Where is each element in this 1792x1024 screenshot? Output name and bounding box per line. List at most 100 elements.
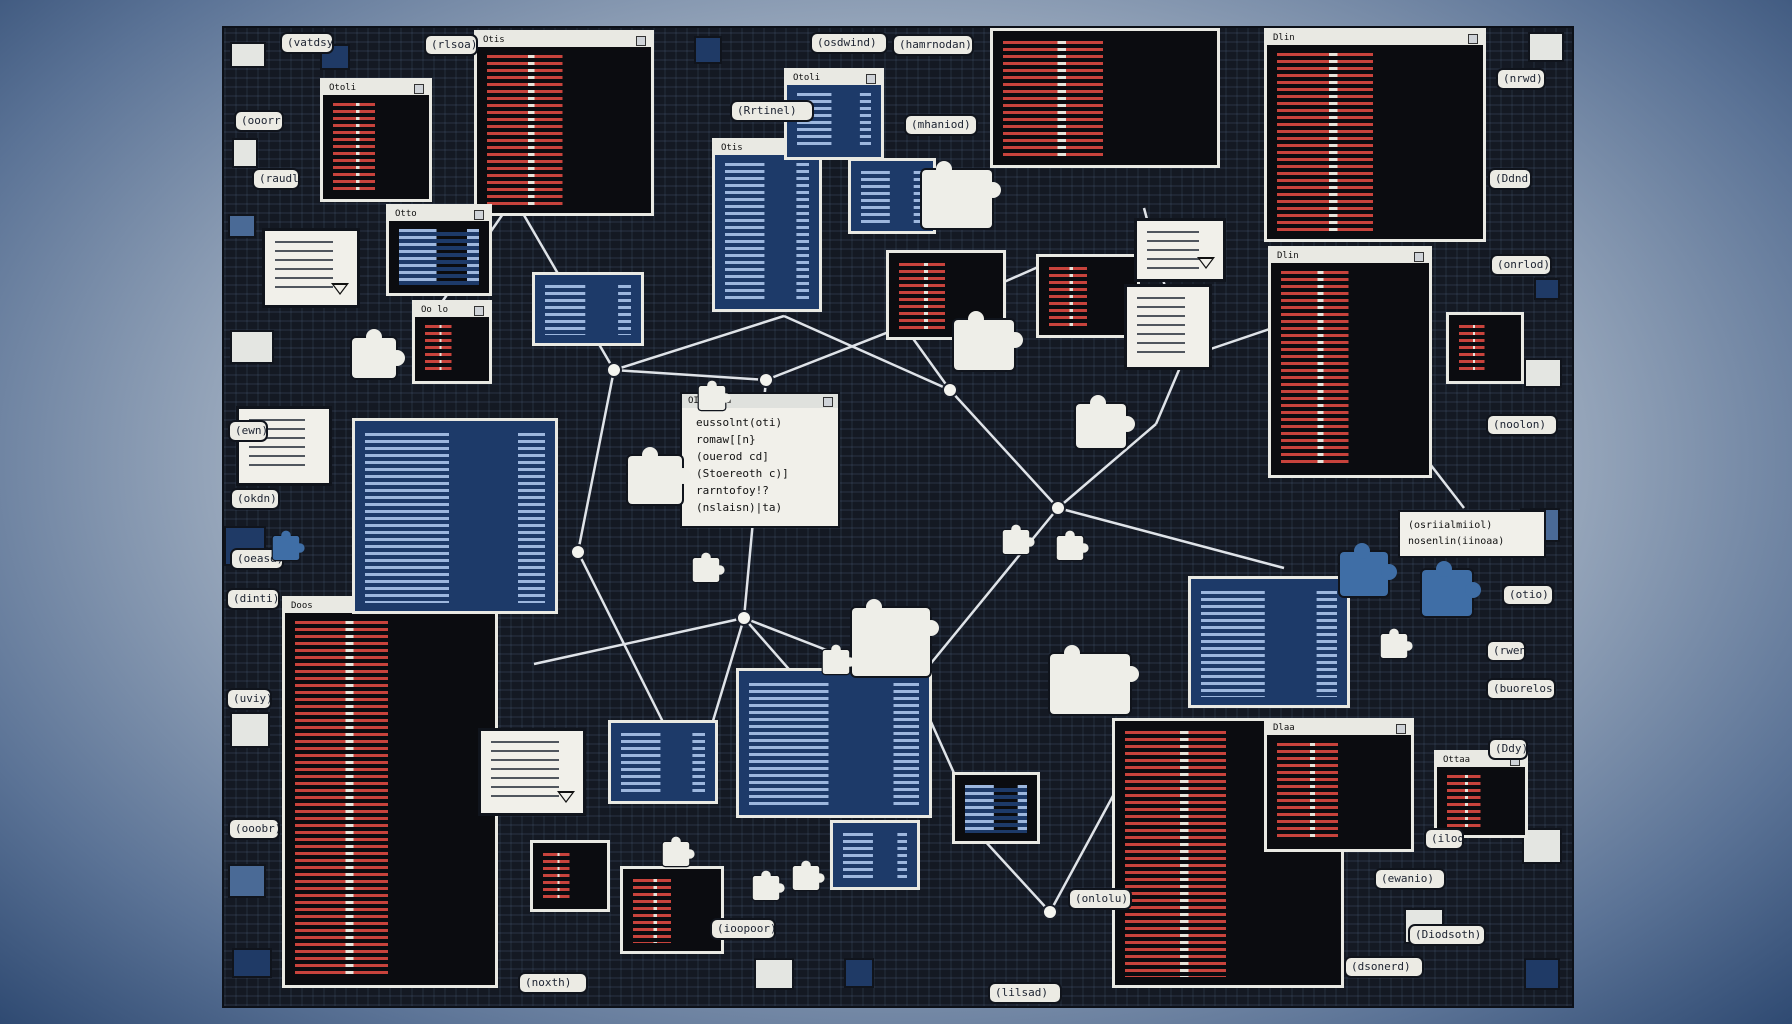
code-window[interactable]: Dlin [1264, 28, 1486, 242]
label-chip[interactable]: (noxth) [518, 972, 588, 994]
label-chip[interactable]: (otio) [1502, 584, 1554, 606]
code-lines [1201, 591, 1337, 697]
label-chip[interactable]: (uviy) [226, 688, 272, 710]
note-lines [1147, 231, 1199, 269]
code-window[interactable]: Dlaa [1264, 718, 1414, 852]
note-card[interactable] [1124, 284, 1212, 370]
puzzle-piece-icon [1050, 645, 1139, 714]
code-lines [1281, 271, 1419, 467]
label-chip[interactable]: (mhaniod) [904, 114, 978, 136]
code-window[interactable] [736, 668, 932, 818]
right-note[interactable]: (osriialmiiol) nosenlin(iinoaa) [1398, 510, 1546, 558]
dropdown-arrow-icon [557, 791, 575, 803]
note-card[interactable] [1134, 218, 1226, 282]
label-chip[interactable]: (rwen) [1486, 640, 1526, 662]
label-chip[interactable]: (ewn) [228, 420, 268, 442]
center-note-line: eussolnt(oti) [696, 416, 783, 429]
code-window[interactable] [620, 866, 724, 954]
label-chip[interactable]: (onlolu) [1068, 888, 1132, 910]
code-window[interactable]: Dlin [1268, 246, 1432, 478]
label-chip[interactable]: (Ddnd) [1488, 168, 1532, 190]
bg-tile [228, 214, 256, 238]
label-chip[interactable]: (dsonerd) [1344, 956, 1424, 978]
code-window[interactable]: Oo lo [412, 300, 492, 384]
bg-tile [1522, 828, 1562, 864]
window-title: Dlin [1267, 31, 1483, 45]
right-note-line: nosenlin(iinoaa) [1408, 536, 1505, 547]
right-note-line: (osriialmiiol) [1408, 520, 1493, 531]
window-title: Otoli [323, 81, 429, 95]
label-chip[interactable]: (oeasd) [230, 548, 284, 570]
bg-tile [232, 948, 272, 978]
label-chip[interactable]: (ooobr) [228, 818, 280, 840]
code-collage: Otis Otoli Otto Oo lo Dlin Dlin Doos Dla… [222, 26, 1574, 1008]
window-title: Otis [477, 33, 651, 47]
center-note-window[interactable]: OI oxnpa eussolnt(oti) romaw[[n} (ouerod… [680, 392, 840, 528]
label-chip[interactable]: (ioopoor) [710, 918, 776, 940]
code-window[interactable] [830, 820, 920, 890]
note-card[interactable] [236, 406, 332, 486]
code-window[interactable] [352, 418, 558, 614]
code-window[interactable] [990, 28, 1220, 168]
code-window[interactable] [1188, 576, 1350, 708]
code-window[interactable]: Otis [474, 30, 654, 216]
network-node-icon [758, 372, 774, 388]
label-chip[interactable]: (ilod) [1424, 828, 1464, 850]
puzzle-piece-icon [662, 836, 695, 866]
label-chip[interactable]: (Ddy) [1488, 738, 1528, 760]
code-window[interactable] [1446, 312, 1524, 384]
label-chip[interactable]: (okdn) [230, 488, 280, 510]
window-title: Oo lo [415, 303, 489, 317]
puzzle-piece-icon [922, 161, 1001, 228]
label-chip[interactable]: (Diodsoth) [1408, 924, 1486, 946]
label-chip[interactable]: (osdwind) [810, 32, 888, 54]
code-lines [1277, 743, 1401, 841]
code-window[interactable] [848, 158, 936, 234]
bg-tile [694, 36, 722, 64]
puzzle-piece-icon [692, 552, 725, 582]
code-window[interactable]: Otoli [320, 78, 432, 202]
label-chip[interactable]: (ewanio) [1374, 868, 1446, 890]
puzzle-piece-icon [272, 530, 305, 560]
window-title: Otto [389, 207, 489, 221]
label-chip[interactable]: (onrlod) [1490, 254, 1552, 276]
label-chip[interactable]: (raudl) [252, 168, 300, 190]
label-chip[interactable]: (vatdsy) [280, 32, 334, 54]
bg-tile [754, 958, 794, 990]
note-card[interactable] [262, 228, 360, 308]
code-window[interactable] [952, 772, 1040, 844]
label-chip[interactable]: (rlsoa) [424, 34, 478, 56]
code-window[interactable] [608, 720, 718, 804]
code-window[interactable]: Otto [386, 204, 492, 296]
code-lines [621, 733, 705, 793]
label-chip[interactable]: (ooorrrit) [234, 110, 284, 132]
network-node-icon [736, 610, 752, 626]
code-lines [365, 433, 545, 603]
window-title: Dlaa [1267, 721, 1411, 735]
label-chip[interactable]: (buorelos) [1486, 678, 1556, 700]
code-lines [333, 103, 419, 191]
code-window[interactable] [1036, 254, 1140, 338]
note-lines [491, 741, 559, 803]
network-node-icon [1042, 904, 1058, 920]
code-window[interactable]: Doos [282, 596, 498, 988]
puzzle-piece-icon [822, 644, 855, 674]
label-chip[interactable]: (dinti) [226, 588, 280, 610]
note-card[interactable] [478, 728, 586, 816]
code-window[interactable] [530, 840, 610, 912]
label-chip[interactable]: (hamrnodan) [892, 34, 974, 56]
code-window[interactable]: Otis [712, 138, 822, 312]
label-chip[interactable]: (Rrtinel) [730, 100, 814, 122]
puzzle-piece-icon [1380, 628, 1413, 658]
label-chip[interactable]: (nrwd) [1496, 68, 1546, 90]
bg-tile [1524, 358, 1562, 388]
code-lines [1459, 325, 1511, 373]
bg-tile [230, 330, 274, 364]
code-lines [295, 621, 485, 977]
network-node-icon [942, 382, 958, 398]
code-window[interactable]: Ottaa [1434, 750, 1528, 838]
code-window[interactable] [532, 272, 644, 346]
code-lines [1277, 53, 1473, 231]
label-chip[interactable]: (lilsad) [988, 982, 1062, 1004]
label-chip[interactable]: (noolon) [1486, 414, 1558, 436]
